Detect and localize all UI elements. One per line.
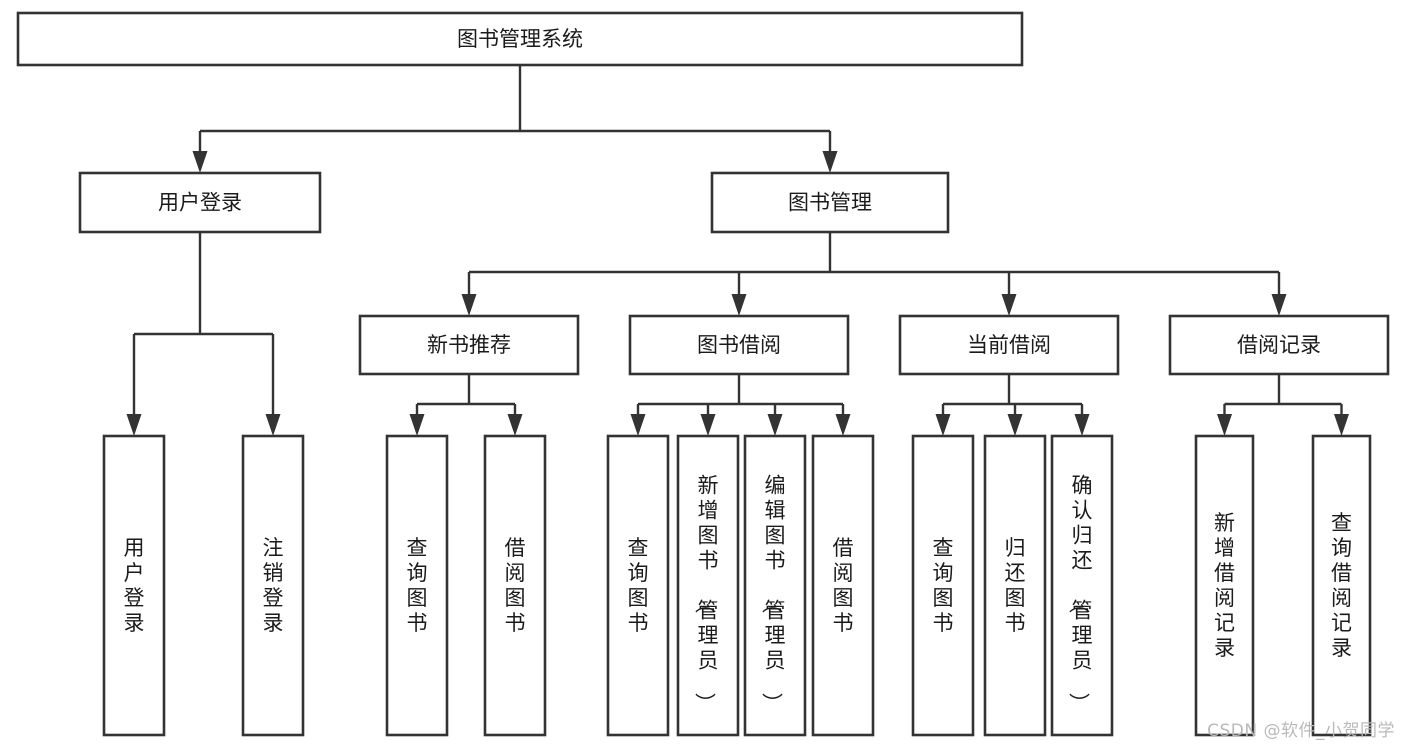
connector-group-n_borrow — [630, 374, 851, 436]
node-l_cb_return[interactable]: 归还图书 — [983, 434, 1047, 737]
node-label: 新增图书（管理员） — [693, 474, 719, 714]
node-l_rec_add[interactable]: 新增借阅记录 — [1194, 434, 1255, 737]
node-label: 新增借阅记录 — [1214, 511, 1235, 660]
connector-group-n_new_book — [409, 374, 523, 436]
node-n_user_login[interactable]: 用户登录 — [78, 171, 322, 234]
node-label: 查询图书 — [407, 536, 428, 635]
node-label: 图书管理 — [788, 191, 872, 215]
node-l_bb_edit[interactable]: 编辑图书（管理员） — [743, 434, 807, 737]
node-n_book_mgmt[interactable]: 图书管理 — [710, 171, 950, 234]
node-label: 注销登录 — [263, 536, 284, 635]
node-label: 图书管理系统 — [457, 27, 583, 51]
node-label: 查询借阅记录 — [1331, 511, 1352, 660]
node-l_rec_query[interactable]: 查询借阅记录 — [1311, 434, 1372, 737]
connector-group-n_record — [1217, 374, 1349, 436]
node-label: 用户登录 — [158, 191, 242, 215]
node-l_user_login[interactable]: 用户登录 — [102, 434, 166, 737]
node-layer: 图书管理系统用户登录图书管理新书推荐图书借阅当前借阅借阅记录用户登录注销登录查询… — [16, 11, 1390, 737]
node-label: 查询图书 — [628, 536, 649, 635]
node-label: 借阅图书 — [505, 536, 526, 635]
node-n_current[interactable]: 当前借阅 — [898, 314, 1120, 376]
node-l_logout[interactable]: 注销登录 — [241, 434, 305, 737]
connector-layer — [126, 65, 1349, 436]
node-label: 新书推荐 — [427, 333, 511, 357]
connector-group-n_current — [935, 374, 1090, 436]
node-l_cb_confirm[interactable]: 确认归还（管理员） — [1050, 434, 1114, 737]
node-label: 借阅记录 — [1237, 333, 1321, 357]
node-root[interactable]: 图书管理系统 — [16, 11, 1024, 67]
node-l_cb_query[interactable]: 查询图书 — [911, 434, 975, 737]
node-l_nb_query[interactable]: 查询图书 — [385, 434, 449, 737]
connector-group-n_book_mgmt — [461, 232, 1287, 316]
node-label: 当前借阅 — [967, 333, 1051, 357]
node-label: 图书借阅 — [697, 333, 781, 357]
node-label: 查询图书 — [933, 536, 954, 635]
connector-group-n_user_login — [126, 232, 281, 436]
node-n_new_book[interactable]: 新书推荐 — [358, 314, 580, 376]
node-l_bb_query[interactable]: 查询图书 — [606, 434, 670, 737]
node-n_record[interactable]: 借阅记录 — [1168, 314, 1390, 376]
node-l_bb_add[interactable]: 新增图书（管理员） — [676, 434, 740, 737]
node-label: 借阅图书 — [833, 536, 854, 635]
connector-group-root — [192, 65, 838, 173]
node-l_nb_borrow[interactable]: 借阅图书 — [483, 434, 547, 737]
node-label: 用户登录 — [124, 536, 145, 635]
node-n_borrow[interactable]: 图书借阅 — [628, 314, 850, 376]
node-label: 编辑图书（管理员） — [760, 474, 786, 714]
node-label: 确认归还（管理员） — [1067, 474, 1093, 714]
node-label: 归还图书 — [1005, 536, 1026, 635]
node-l_bb_borrow[interactable]: 借阅图书 — [811, 434, 875, 737]
